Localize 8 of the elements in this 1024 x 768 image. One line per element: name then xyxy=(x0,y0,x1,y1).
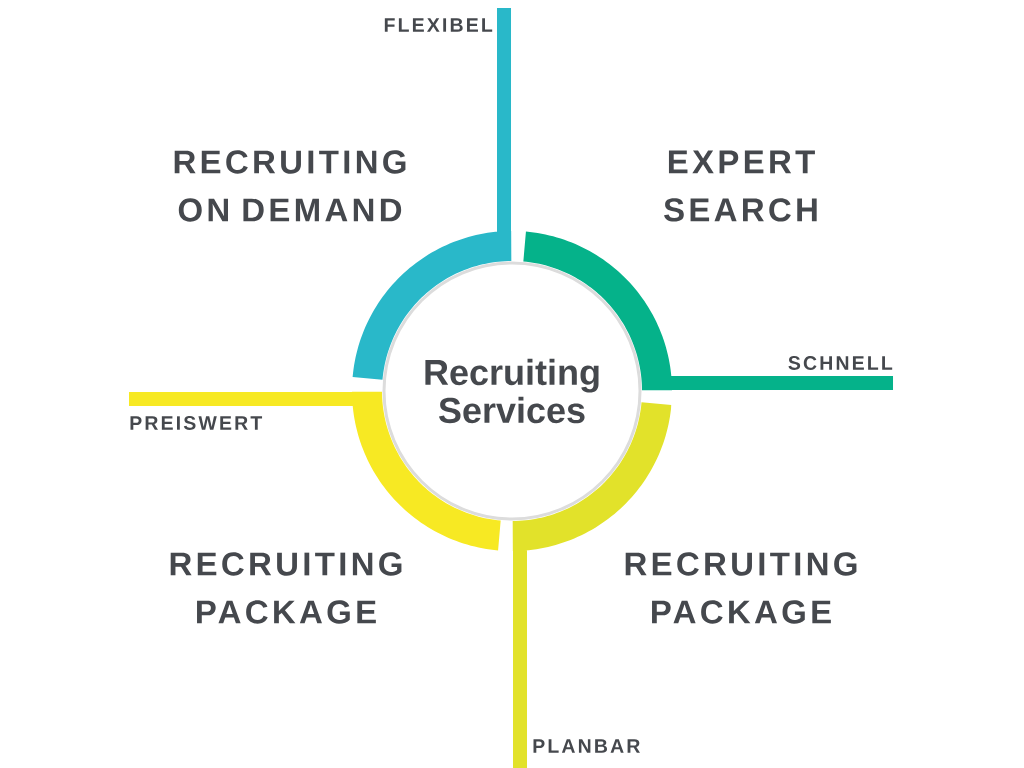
heading: EXPERT SEARCH xyxy=(664,150,817,222)
heading: RECRUITING ON DEMAND xyxy=(174,150,406,222)
tag-label: PREISWERT xyxy=(130,416,263,430)
tag-label: FLEXIBEL xyxy=(384,18,493,32)
heading: RECRUITING PACKAGE xyxy=(625,552,857,624)
tag-label: PLANBAR xyxy=(533,739,640,753)
tag-label: SCHNELL xyxy=(788,356,893,370)
heading: RECRUITING PACKAGE xyxy=(170,552,402,624)
